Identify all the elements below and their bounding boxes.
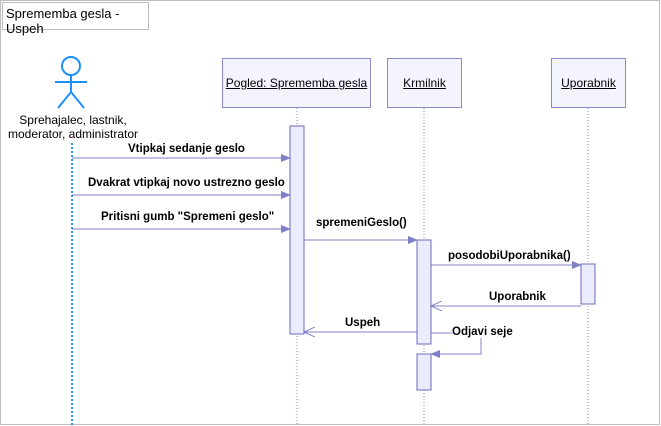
message-label: Pritisni gumb "Spremeni geslo" xyxy=(101,211,275,223)
message-label: Uspeh xyxy=(345,317,381,329)
lifeline-controller-header: Krmilnik xyxy=(387,58,462,108)
actor-label: Sprehajalec, lastnik, moderator, adminis… xyxy=(4,113,142,141)
message-label: spremeniGeslo() xyxy=(316,217,407,229)
diagram-title: Sprememba gesla - Uspeh xyxy=(2,2,149,36)
actor-label-line: moderator, administrator xyxy=(7,127,139,141)
actor-stick-figure-icon xyxy=(55,56,87,109)
activation-controller-1 xyxy=(416,239,432,345)
lifeline-view-header: Pogled: Sprememba gesla xyxy=(222,58,371,108)
lifeline-user-header: Uporabnik xyxy=(551,58,626,108)
activation-view xyxy=(289,125,305,335)
message-label: posodobiUporabnika() xyxy=(448,250,571,262)
message-label: Vtipkaj sedanje geslo xyxy=(128,143,245,155)
message-label: Uporabnik xyxy=(489,291,546,303)
activation-controller-2 xyxy=(416,353,432,391)
activation-user xyxy=(580,263,596,305)
actor-label-line: Sprehajalec, lastnik, xyxy=(19,113,127,127)
message-label: Odjavi seje xyxy=(452,326,513,338)
message-label: Dvakrat vtipkaj novo ustrezno geslo xyxy=(88,177,285,189)
